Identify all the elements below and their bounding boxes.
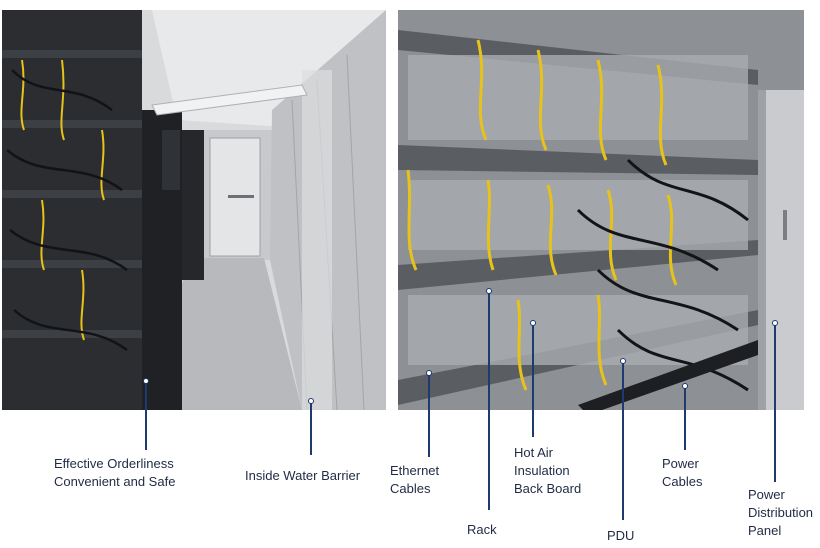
callout-dot-orderliness [143, 378, 149, 384]
callout-line-orderliness [145, 380, 147, 450]
callout-dot-ethernet [426, 370, 432, 376]
callout-line-power-cables [684, 385, 686, 450]
callout-dot-water-barrier [308, 398, 314, 404]
callout-line-ethernet [428, 372, 430, 457]
label-inside-water-barrier: Inside Water Barrier [245, 468, 361, 483]
rack-closeup-photo [398, 10, 804, 410]
callout-dot-rack [486, 288, 492, 294]
label-power-distribution-panel: Power Distribution Panel [748, 487, 814, 538]
callout-dot-power-cables [682, 383, 688, 389]
callout-dot-distribution-panel [772, 320, 778, 326]
label-hot-air-insulation-back-board: Hot Air Insulation Back Board [514, 445, 582, 496]
label-pdu: PDU [607, 528, 635, 543]
label-power-cables: Power Cables [662, 456, 703, 489]
callout-dot-pdu [620, 358, 626, 364]
callout-line-hot-air-board [532, 322, 534, 437]
callout-line-water-barrier [310, 400, 312, 455]
callout-line-pdu [622, 360, 624, 520]
container-aisle-photo [2, 10, 386, 410]
callout-line-distribution-panel [774, 322, 776, 482]
callout-dot-hot-air-board [530, 320, 536, 326]
callout-line-rack [488, 290, 490, 510]
label-rack: Rack [467, 522, 497, 537]
label-ethernet-cables: Ethernet Cables [390, 463, 440, 496]
label-effective-orderliness: Effective Orderliness Convenient and Saf… [54, 456, 176, 489]
